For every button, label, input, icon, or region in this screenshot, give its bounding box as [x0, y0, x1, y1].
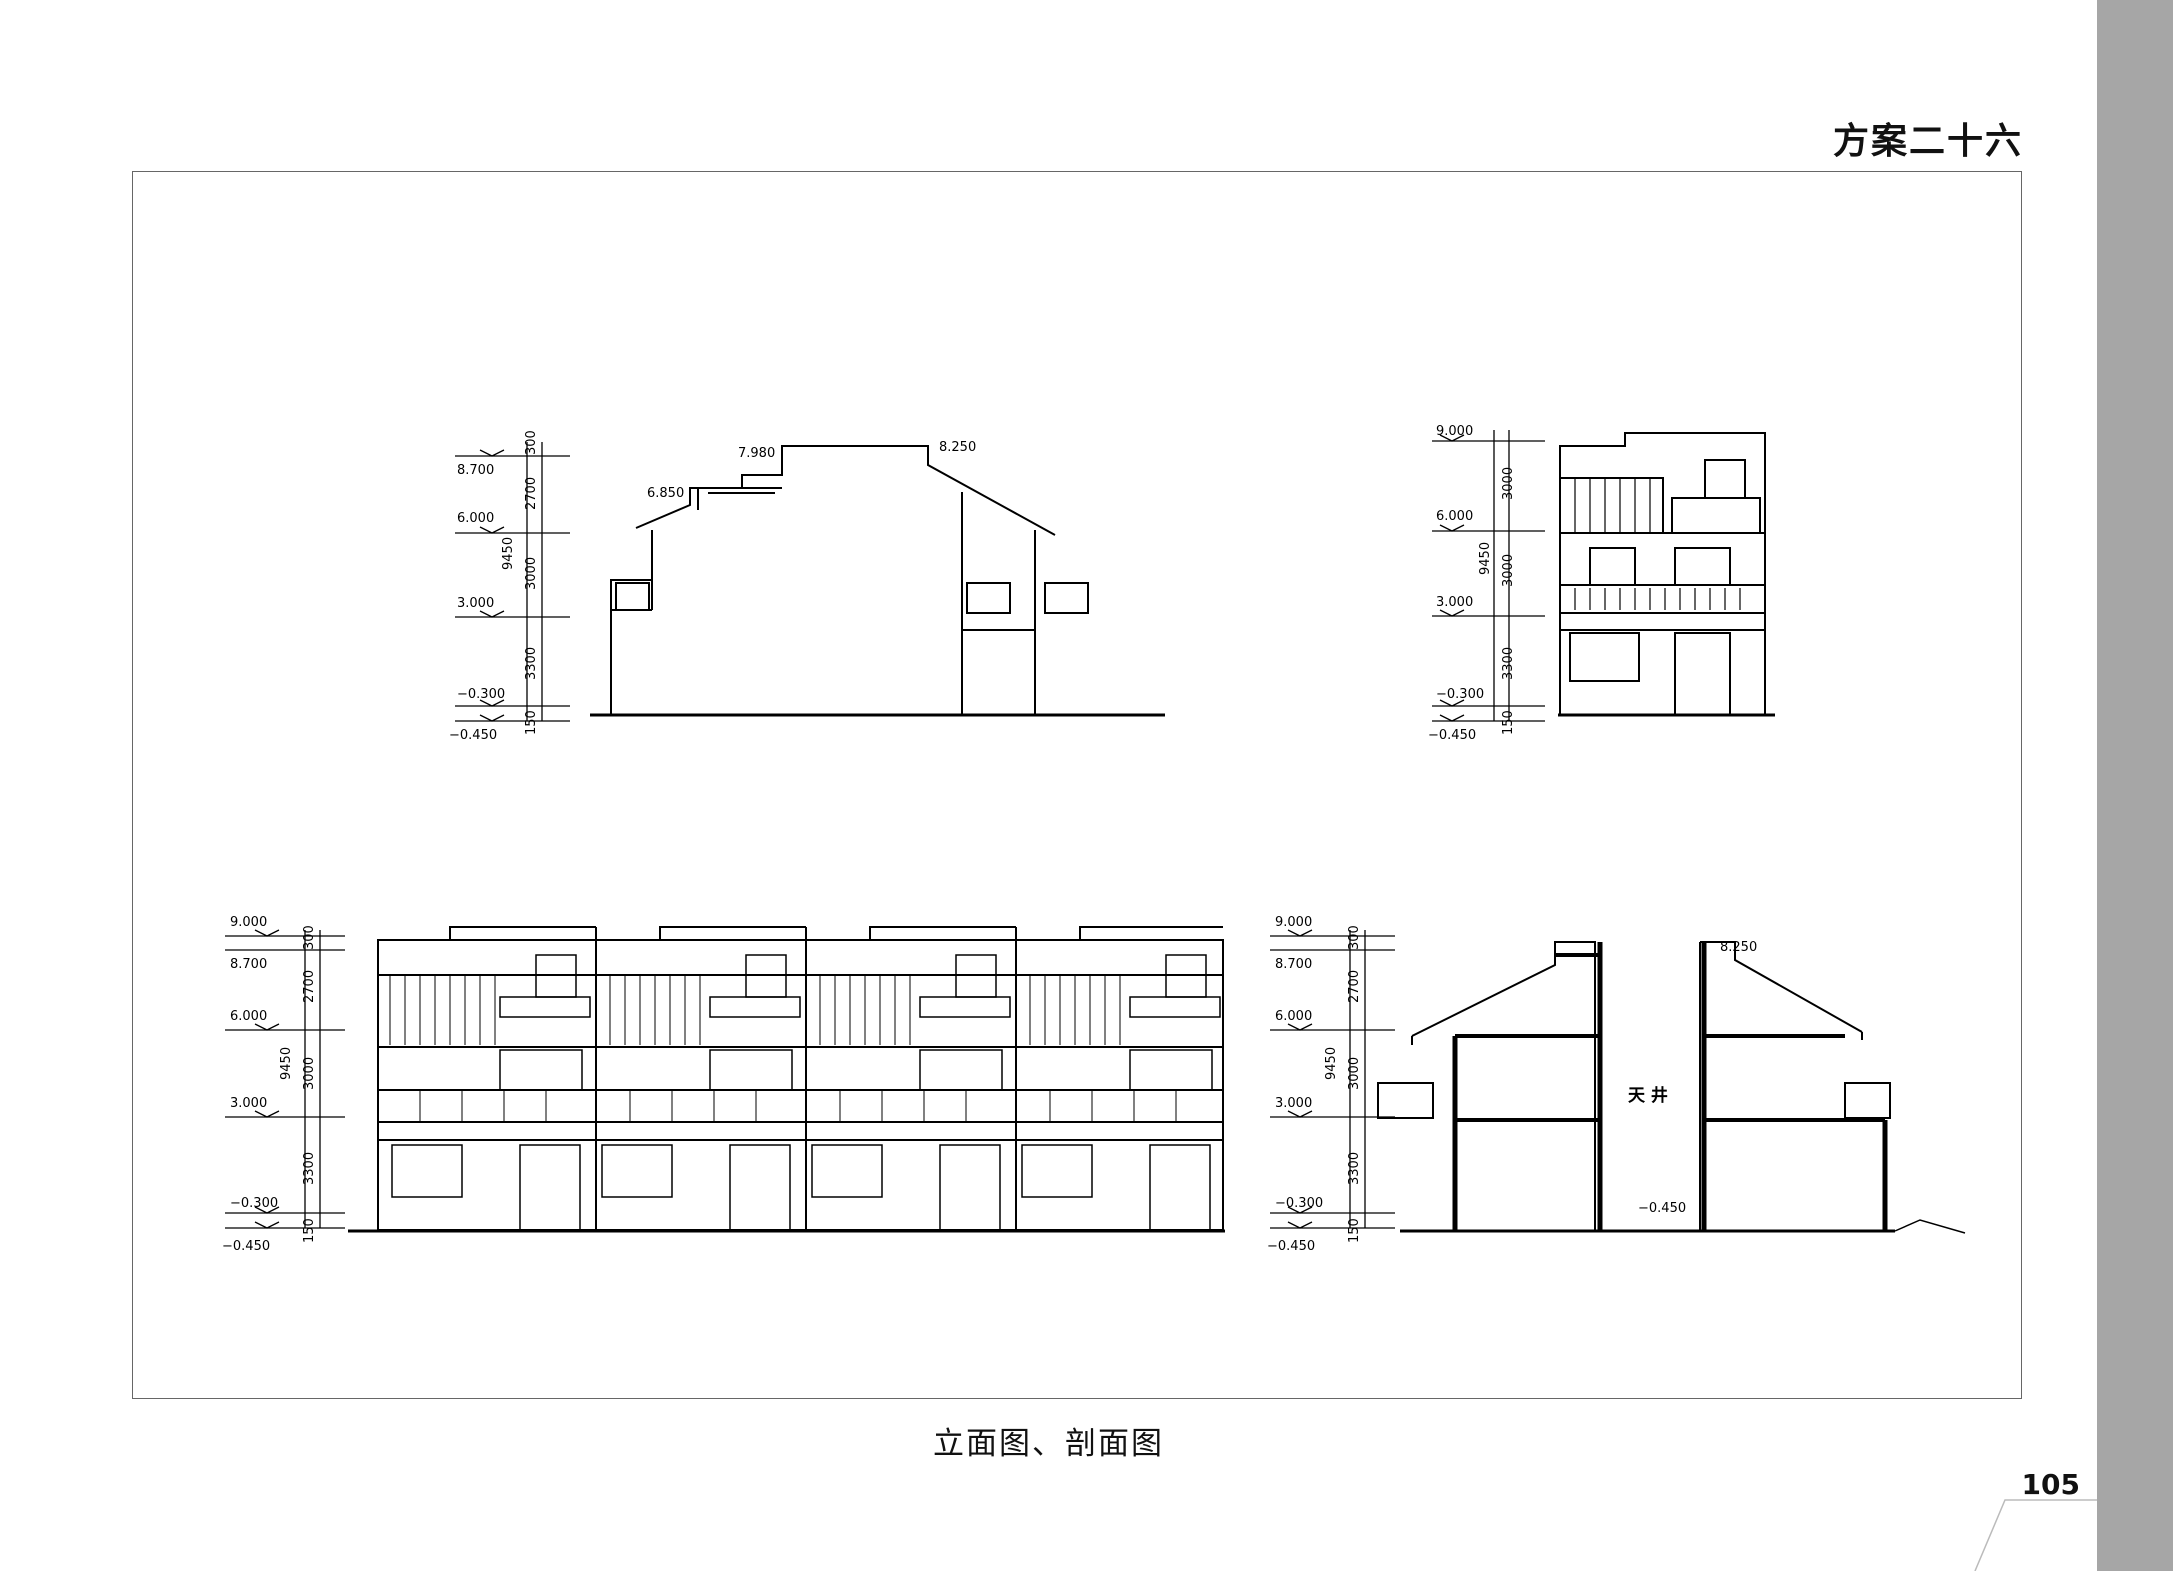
section-level-marks [1270, 929, 1395, 1229]
courtyard-label: 天 井 [1628, 1085, 1668, 1106]
dim-3000-long: 3000 [302, 1057, 317, 1090]
drawing-caption: 立面图、剖面图 [933, 1426, 1164, 1462]
long-elevation-outline [377, 926, 1224, 1231]
dim-300-long: 300 [302, 925, 317, 950]
level-3000-long: 3.000 [230, 1096, 267, 1111]
dim-3300-end: 3300 [1501, 647, 1516, 680]
level-9000-end: 9.000 [1436, 424, 1473, 439]
dim-150-section: 150 [1347, 1218, 1362, 1243]
level-6000-long: 6.000 [230, 1009, 267, 1024]
long-elevation-windows [391, 954, 1221, 1231]
level-m0450-end: −0.450 [1428, 728, 1476, 743]
dim-300-side: 300 [524, 430, 539, 455]
level-6850: 6.850 [647, 486, 684, 501]
side-elevation-level-marks [455, 442, 570, 722]
level-6000-section: 6.000 [1275, 1009, 1312, 1024]
end-elevation-level-marks [1432, 430, 1545, 722]
dim-2700-side: 2700 [524, 477, 539, 510]
level-m0450-long: −0.450 [222, 1239, 270, 1254]
dim-3000-section: 3000 [1347, 1057, 1362, 1090]
side-elevation-outline [590, 445, 1165, 717]
building-section [1270, 929, 1966, 1234]
page-number: 105 [2021, 1468, 2080, 1501]
level-6000-end: 6.000 [1436, 509, 1473, 524]
level-8250-side: 8.250 [939, 440, 976, 455]
long-elevation [225, 926, 1225, 1233]
dim-150-end: 150 [1501, 710, 1516, 735]
long-elevation-level-marks [225, 929, 345, 1229]
level-m0450-section: −0.450 [1267, 1239, 1315, 1254]
level-8700-side: 8.700 [457, 463, 494, 478]
level-m0300-side: −0.300 [457, 687, 505, 702]
dim-3000-side: 3000 [524, 557, 539, 590]
level-m0300-long: −0.300 [230, 1196, 278, 1211]
level-8700-section: 8.700 [1275, 957, 1312, 972]
level-m0300-section: −0.300 [1275, 1196, 1323, 1211]
level-m0300-end: −0.300 [1436, 687, 1484, 702]
dim-3300-side: 3300 [524, 647, 539, 680]
level-8700-long: 8.700 [230, 957, 267, 972]
dim-150-long: 150 [302, 1218, 317, 1243]
dim-3300-long: 3300 [302, 1152, 317, 1185]
dim-3300-section: 3300 [1347, 1152, 1362, 1185]
level-9000-long: 9.000 [230, 915, 267, 930]
end-elevation [1432, 430, 1775, 722]
end-elevation-railings [1574, 478, 1741, 610]
section-outline [1377, 941, 1966, 1234]
dim-2700-long: 2700 [302, 970, 317, 1003]
dim-300-section: 300 [1347, 925, 1362, 950]
side-elevation [455, 442, 1165, 722]
dim-150-side: 150 [524, 710, 539, 735]
dim-3000-end: 3000 [1501, 554, 1516, 587]
end-elevation-outline [1558, 432, 1775, 717]
level-m0450-side: −0.450 [449, 728, 497, 743]
drawing-annotations: 8.700 6.000 3.000 −0.300 −0.450 7.980 6.… [222, 424, 1757, 1254]
level-m0450-courtyard: −0.450 [1638, 1201, 1686, 1216]
dim-total-side: 9450 [501, 537, 516, 570]
scheme-title: 方案二十六 [1832, 121, 2023, 162]
dim-total-section: 9450 [1324, 1047, 1339, 1080]
level-3000-end: 3.000 [1436, 595, 1473, 610]
drawing-frame [132, 171, 2022, 1399]
dim-3000-end-upper: 3000 [1501, 467, 1516, 500]
level-3000-side: 3.000 [457, 596, 494, 611]
dim-2700-section: 2700 [1347, 970, 1362, 1003]
level-8250-section: 8.250 [1720, 940, 1757, 955]
dim-total-long: 9450 [279, 1047, 294, 1080]
long-elevation-railings [389, 975, 1177, 1122]
level-3000-section: 3.000 [1275, 1096, 1312, 1111]
page-corner-line [1974, 1499, 2097, 1571]
page-side-tab [2097, 0, 2173, 1571]
level-9000-section: 9.000 [1275, 915, 1312, 930]
dim-total-end: 9450 [1478, 542, 1493, 575]
level-6000-side: 6.000 [457, 511, 494, 526]
level-7980: 7.980 [738, 446, 775, 461]
